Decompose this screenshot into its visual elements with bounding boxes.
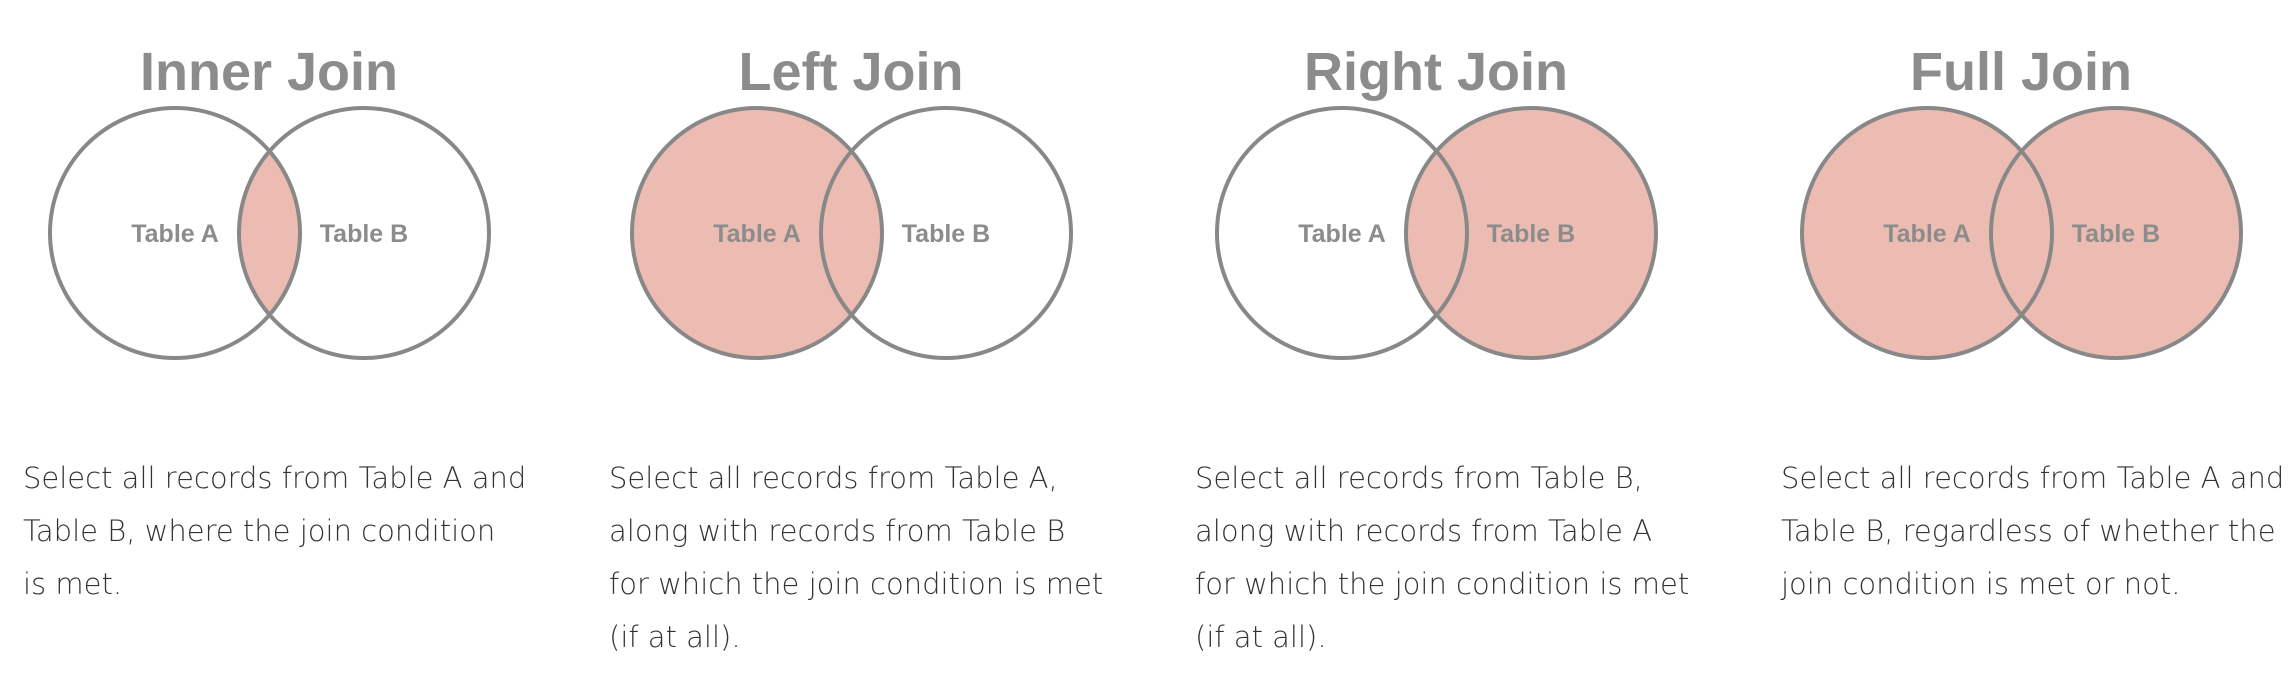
label-table-a: Table A bbox=[1298, 220, 1386, 248]
circle-table-b bbox=[1989, 106, 2243, 360]
panel-inner-join: Inner Join Table A Table B Select all re… bbox=[0, 0, 586, 680]
join-title: Full Join bbox=[1910, 42, 2132, 102]
circle-table-b bbox=[237, 106, 491, 360]
venn-diagram-left-join: Left Join Table A Table B bbox=[630, 42, 1073, 360]
venn-diagram-right-join: Right Join Table A Table B bbox=[1215, 42, 1658, 360]
shaded-table-b bbox=[1406, 108, 1656, 358]
join-description: Select all records from Table A and Tabl… bbox=[23, 461, 527, 601]
label-table-a: Table A bbox=[1883, 220, 1971, 248]
label-table-b: Table B bbox=[320, 220, 408, 248]
venn-diagram-full-join: Full Join Table A Table B bbox=[1800, 42, 2243, 360]
join-description: Select all records from Table B, along w… bbox=[1195, 461, 1690, 654]
label-table-b: Table B bbox=[902, 220, 990, 248]
join-description: Select all records from Table A, along w… bbox=[609, 461, 1104, 654]
panel-full-join: Full Join Table A Table B Select all rec… bbox=[1758, 0, 2294, 680]
circle-table-a bbox=[1215, 106, 1469, 360]
shaded-table-b bbox=[1991, 108, 2241, 358]
join-title: Inner Join bbox=[140, 42, 398, 102]
label-table-b: Table B bbox=[2072, 220, 2160, 248]
shaded-table-a bbox=[1802, 108, 2052, 358]
label-table-a: Table A bbox=[131, 220, 219, 248]
circle-table-b bbox=[819, 106, 1073, 360]
venn-diagram-inner-join: Inner Join Table A Table B bbox=[48, 42, 491, 360]
panel-right-join: Right Join Table A Table B Select all re… bbox=[1172, 0, 1758, 680]
shaded-table-a bbox=[632, 108, 882, 358]
join-title: Left Join bbox=[739, 42, 964, 102]
panel-left-join: Left Join Table A Table B Select all rec… bbox=[586, 0, 1172, 680]
label-table-b: Table B bbox=[1487, 220, 1575, 248]
circle-table-a bbox=[48, 106, 302, 360]
circle-table-a bbox=[1800, 106, 2054, 360]
join-description: Select all records from Table A and Tabl… bbox=[1781, 461, 2285, 601]
circle-table-b bbox=[1404, 106, 1658, 360]
join-title: Right Join bbox=[1304, 42, 1568, 102]
circle-table-a bbox=[630, 106, 884, 360]
label-table-a: Table A bbox=[713, 220, 801, 248]
